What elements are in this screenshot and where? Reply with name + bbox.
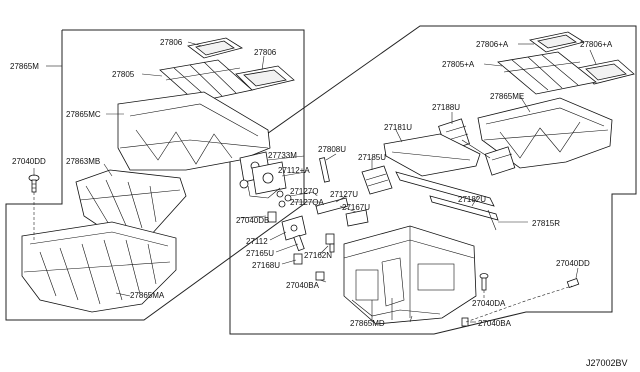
right-group-frame	[229, 25, 637, 335]
label-27165U: 27165U	[246, 249, 274, 258]
filter-case-27805	[159, 59, 253, 103]
heater-unit-27865MD	[343, 225, 477, 325]
label-27865M: 27865M	[10, 62, 39, 71]
label-27865ME: 27865ME	[490, 92, 524, 101]
label-27806A-right: 27806+A	[580, 40, 613, 49]
lever-27808U	[319, 157, 330, 183]
label-27127Q: 27127Q	[290, 187, 318, 196]
label-27040DB: 27040DB	[236, 216, 269, 225]
label-27182U: 27182U	[458, 195, 486, 204]
clip-27040BA-right	[461, 317, 469, 327]
screw-27040DA	[479, 273, 489, 291]
shaft-27181U	[383, 133, 481, 177]
rod-27165U	[293, 234, 305, 252]
filter-27806-right	[235, 65, 295, 91]
label-27040DD-right: 27040DD	[556, 259, 590, 268]
actuator-27112A	[239, 161, 287, 199]
label-27806-right: 27806	[254, 48, 277, 57]
diagram-id-code: J27002BV	[586, 358, 628, 368]
duct-27865MC	[117, 91, 271, 171]
label-27040BA-right: 27040BA	[478, 319, 512, 328]
label-27805A: 27805+A	[442, 60, 475, 69]
label-27127QA: 27127QA	[290, 198, 324, 207]
label-27167U: 27167U	[342, 203, 370, 212]
label-27865MD: 27865MD	[350, 319, 385, 328]
label-27806A-left: 27806+A	[476, 40, 509, 49]
label-27806-top: 27806	[160, 38, 183, 47]
clip-27127Q	[276, 190, 292, 208]
label-27112A: 27112+A	[278, 166, 310, 175]
filter-27806A-right	[577, 59, 635, 85]
label-27188U: 27188U	[432, 103, 460, 112]
screw-27040DD-left	[28, 174, 40, 193]
label-27865MC: 27865MC	[66, 110, 101, 119]
duct-27865MA	[21, 221, 177, 313]
label-27863MB: 27863MB	[66, 157, 100, 166]
label-27805: 27805	[112, 70, 135, 79]
filter-27806-top	[187, 37, 243, 59]
screw-27040DB	[267, 211, 277, 223]
label-27162N: 27162N	[304, 251, 332, 260]
label-27808U: 27808U	[318, 145, 346, 154]
label-27127U: 27127U	[330, 190, 358, 199]
label-27112: 27112	[246, 237, 268, 246]
motor-27112	[281, 215, 307, 241]
shaft-27182U	[395, 171, 499, 231]
label-27040BA-left: 27040BA	[286, 281, 320, 290]
duct-27865ME	[477, 97, 613, 169]
label-27185U: 27185U	[358, 153, 386, 162]
link-27167U	[345, 209, 369, 227]
door-27185U	[361, 165, 393, 195]
label-27815R: 27815R	[532, 219, 560, 228]
label-27181U: 27181U	[384, 123, 412, 132]
filter-27806A-left	[529, 31, 585, 53]
label-27040DA: 27040DA	[472, 299, 506, 308]
link-27127U	[315, 197, 349, 215]
label-27168U: 27168U	[252, 261, 280, 270]
duct-27863MB	[75, 169, 187, 241]
left-group-frame	[5, 29, 305, 321]
sensor-27162N	[325, 233, 335, 253]
screw-27040DD-right	[566, 277, 580, 289]
link-27168U	[293, 253, 303, 265]
label-27865MA: 27865MA	[130, 291, 165, 300]
label-27733M: 27733M	[268, 151, 297, 160]
label-27040DD-left: 27040DD	[12, 157, 46, 166]
filter-case-27805A	[497, 51, 597, 95]
clip-27040BA-left	[315, 271, 325, 281]
